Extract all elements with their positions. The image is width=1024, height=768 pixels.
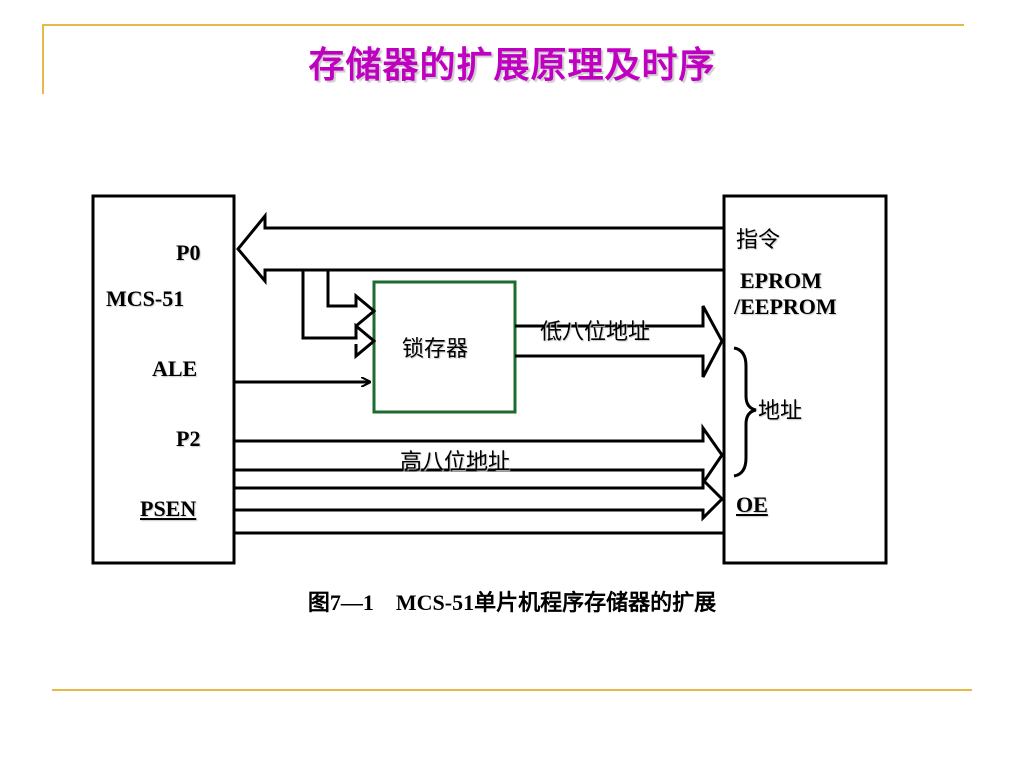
top-rule <box>42 24 964 26</box>
address-brace <box>733 346 757 478</box>
ale-label: ALE <box>152 356 198 381</box>
left-rule <box>42 24 44 94</box>
mcu-block <box>91 194 236 565</box>
memory-name-line1: EPROM <box>740 268 822 293</box>
bottom-rule <box>52 689 972 691</box>
latch-block <box>372 280 517 414</box>
p0-tap-inner <box>326 270 377 328</box>
psen-label: PSEN <box>140 496 197 521</box>
p2-label: P2 <box>176 426 201 451</box>
latch-label: 锁存器 <box>402 337 469 362</box>
address-label: 地址 <box>758 399 803 424</box>
p0-tap-outer <box>301 270 377 360</box>
low-address-bus-arrow <box>515 305 724 378</box>
figure-caption: 图7—1 MCS-51单片机程序存储器的扩展 <box>307 590 717 615</box>
mcu-name-label: MCS-51 <box>106 286 185 311</box>
high-address-bus-arrow <box>234 423 724 488</box>
oe-label: OE <box>736 492 768 517</box>
high-address-label: 高八位地址 <box>400 450 511 475</box>
low-address-label: 低八位地址 <box>540 320 651 345</box>
slide-title: 存储器的扩展原理及时序 <box>308 45 716 86</box>
memory-block <box>722 194 888 565</box>
psen-oe-arrow <box>234 476 725 522</box>
p0-label: P0 <box>176 240 201 265</box>
memory-name-line2: /EEPROM <box>734 294 837 319</box>
instruction-label: 指令 <box>736 228 781 253</box>
p0-data-bus-arrow <box>236 211 724 286</box>
